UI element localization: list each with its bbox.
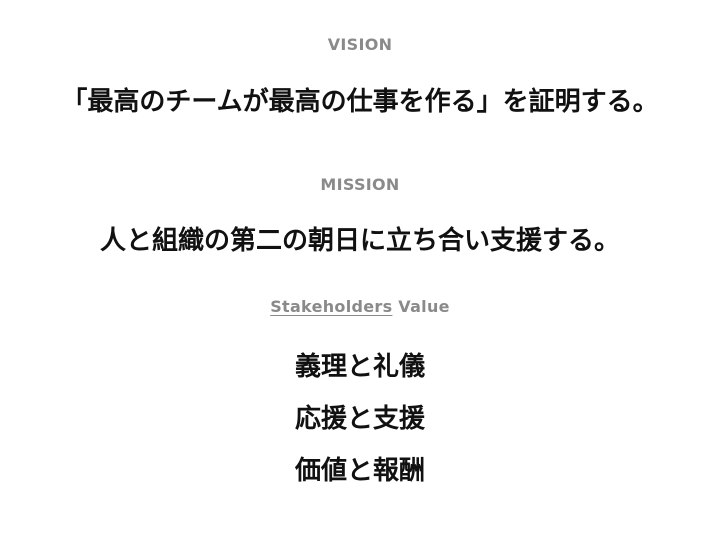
value-item: 応援と支援 <box>294 404 425 434</box>
vision-statement: 「最高のチームが最高の仕事を作る」を証明する。 <box>61 87 659 117</box>
values-heading: Stakeholders Value <box>0 297 720 316</box>
values-heading-rest: Value <box>392 297 450 316</box>
value-item: 義理と礼儀 <box>294 352 425 382</box>
mission-heading: MISSION <box>320 175 400 194</box>
values-heading-underlined: Stakeholders <box>270 297 393 316</box>
value-item: 価値と報酬 <box>294 456 425 486</box>
mission-statement: 人と組織の第二の朝日に立ち合い支援する。 <box>99 226 620 256</box>
vision-heading: VISION <box>327 35 393 54</box>
